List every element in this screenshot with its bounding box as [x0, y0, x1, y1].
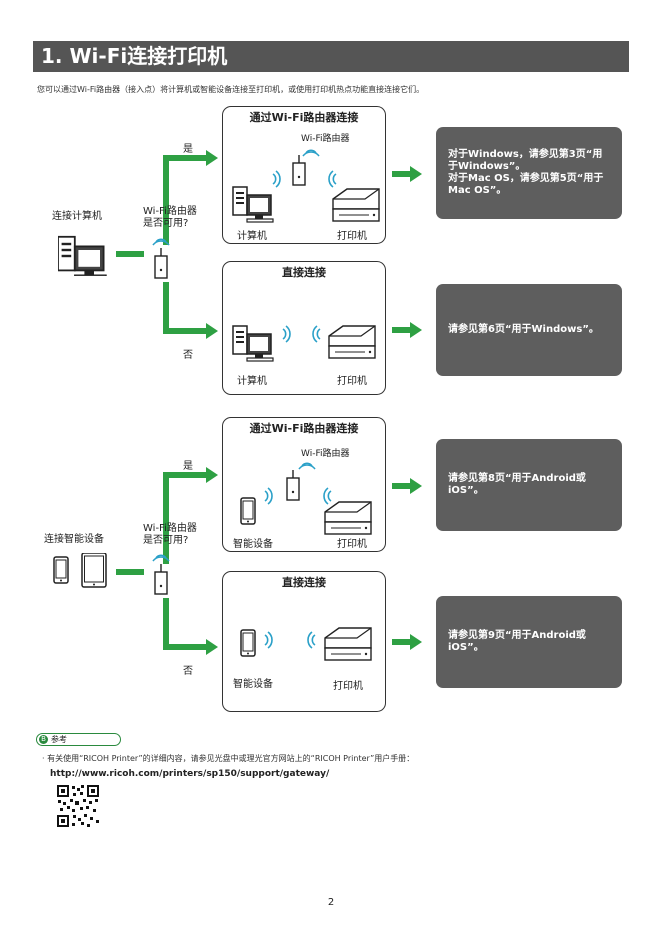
router-icon	[152, 554, 170, 595]
smartphone-icon	[240, 629, 256, 657]
printer-label: 打印机	[337, 376, 367, 387]
router-connection-box: 通过Wi-Fi路由器连接 Wi-Fi路由器 计算机 打印机	[222, 106, 386, 244]
wifi-waves-icon	[264, 487, 273, 505]
yes-label: 是	[183, 461, 193, 472]
direct-connection-box: 直接连接 智能设备 打印机	[222, 571, 386, 712]
router-box-title: 通过Wi-Fi路由器连接	[249, 111, 359, 124]
printer-label: 打印机	[333, 681, 363, 692]
router-box-illustration	[240, 462, 372, 535]
note-text: · 有关使用“RICOH Printer”的详细内容，请参见光盘中或理光官方网站…	[42, 754, 415, 763]
wifi-waves-icon	[307, 631, 316, 649]
smart-flow-lines	[116, 467, 422, 655]
page-title: 1. Wi-Fi连接打印机	[33, 41, 629, 72]
wifi-waves-icon	[298, 462, 316, 470]
wifi-waves-icon	[264, 631, 273, 649]
printer-icon	[324, 501, 372, 535]
smart-source-label: 连接智能设备	[44, 534, 104, 545]
result-box: 请参见第8页“用于Android或 iOS”。	[436, 439, 622, 531]
page-number: 2	[327, 897, 335, 908]
printer-label: 打印机	[337, 231, 367, 242]
router-icon	[286, 469, 300, 501]
direct-connection-box: 直接连接 计算机 打印机	[222, 261, 386, 395]
result-box: 请参见第6页“用于Windows”。	[436, 284, 622, 376]
tablet-icon	[81, 553, 107, 588]
support-url-link[interactable]: http://www.ricoh.com/printers/sp150/supp…	[50, 769, 330, 779]
no-label: 否	[183, 350, 193, 361]
computer-router-question: Wi-Fi路由器 是否可用?	[143, 206, 197, 229]
intro-text: 您可以通过Wi-Fi路由器（接入点）将计算机或智能设备连接至打印机，或使用打印机…	[37, 85, 425, 94]
computer-source-label: 连接计算机	[52, 211, 102, 222]
wifi-waves-icon	[323, 487, 332, 505]
qr-code-icon	[56, 784, 100, 828]
arrow-right-icon	[392, 634, 422, 650]
direct-box-illustration	[240, 627, 372, 661]
direct-box-title: 直接连接	[282, 576, 326, 589]
router-box-title: 通过Wi-Fi路由器连接	[249, 422, 359, 435]
printer-icon	[324, 627, 372, 661]
router-label: Wi-Fi路由器	[301, 449, 350, 459]
smartphone-icon	[240, 497, 256, 525]
direct-box-title: 直接连接	[282, 266, 326, 279]
device-label: 智能设备	[233, 539, 273, 550]
reference-badge-label: 参考	[51, 735, 67, 744]
smartphone-icon	[53, 556, 69, 584]
reference-icon: B	[39, 735, 48, 744]
smart-router-question: Wi-Fi路由器 是否可用?	[143, 523, 197, 546]
result-box: 请参见第9页“用于Android或 iOS”。	[436, 596, 622, 688]
result-box: 对于Windows，请参见第3页“用于Windows”。 对于Mac OS，请参…	[436, 127, 622, 219]
yes-label: 是	[183, 144, 193, 155]
no-label: 否	[183, 666, 193, 677]
device-label: 计算机	[237, 376, 267, 387]
arrow-right-icon	[392, 478, 422, 494]
router-label: Wi-Fi路由器	[301, 134, 350, 144]
computer-flow-lines	[116, 150, 422, 339]
device-label: 智能设备	[233, 679, 273, 690]
device-label: 计算机	[237, 231, 267, 242]
printer-label: 打印机	[337, 539, 367, 550]
router-connection-box: 通过Wi-Fi路由器连接 Wi-Fi路由器 智能设备 打印机	[222, 417, 386, 552]
smart-devices-icon	[53, 553, 107, 588]
